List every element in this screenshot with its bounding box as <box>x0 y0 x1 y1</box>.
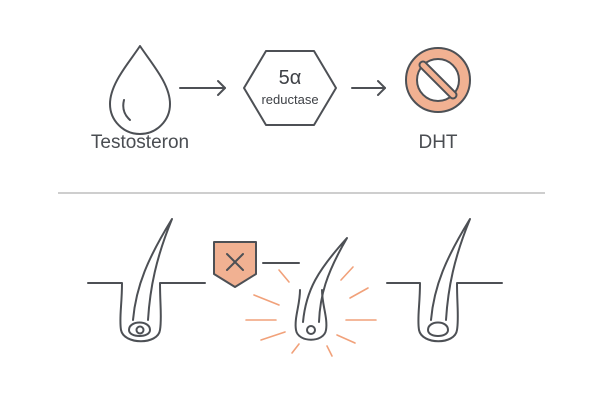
hair-follicle-icon <box>386 218 503 343</box>
hair-follicle-icon <box>87 218 206 343</box>
dht-label: DHT <box>418 132 458 153</box>
testosterone-label: Testosteron <box>90 132 190 153</box>
enzyme-name-line1: 5α <box>278 67 302 89</box>
shield-x-icon <box>213 241 257 288</box>
prohibited-icon <box>405 47 471 113</box>
droplet-icon <box>109 45 171 135</box>
hexagon-icon <box>243 50 337 126</box>
burst-lines <box>245 266 377 357</box>
enzyme-name-line2: reductase <box>261 92 319 107</box>
hair-follicle-icon <box>294 237 348 341</box>
arrow-right-icon <box>179 80 226 96</box>
arrow-right-icon <box>351 80 386 96</box>
